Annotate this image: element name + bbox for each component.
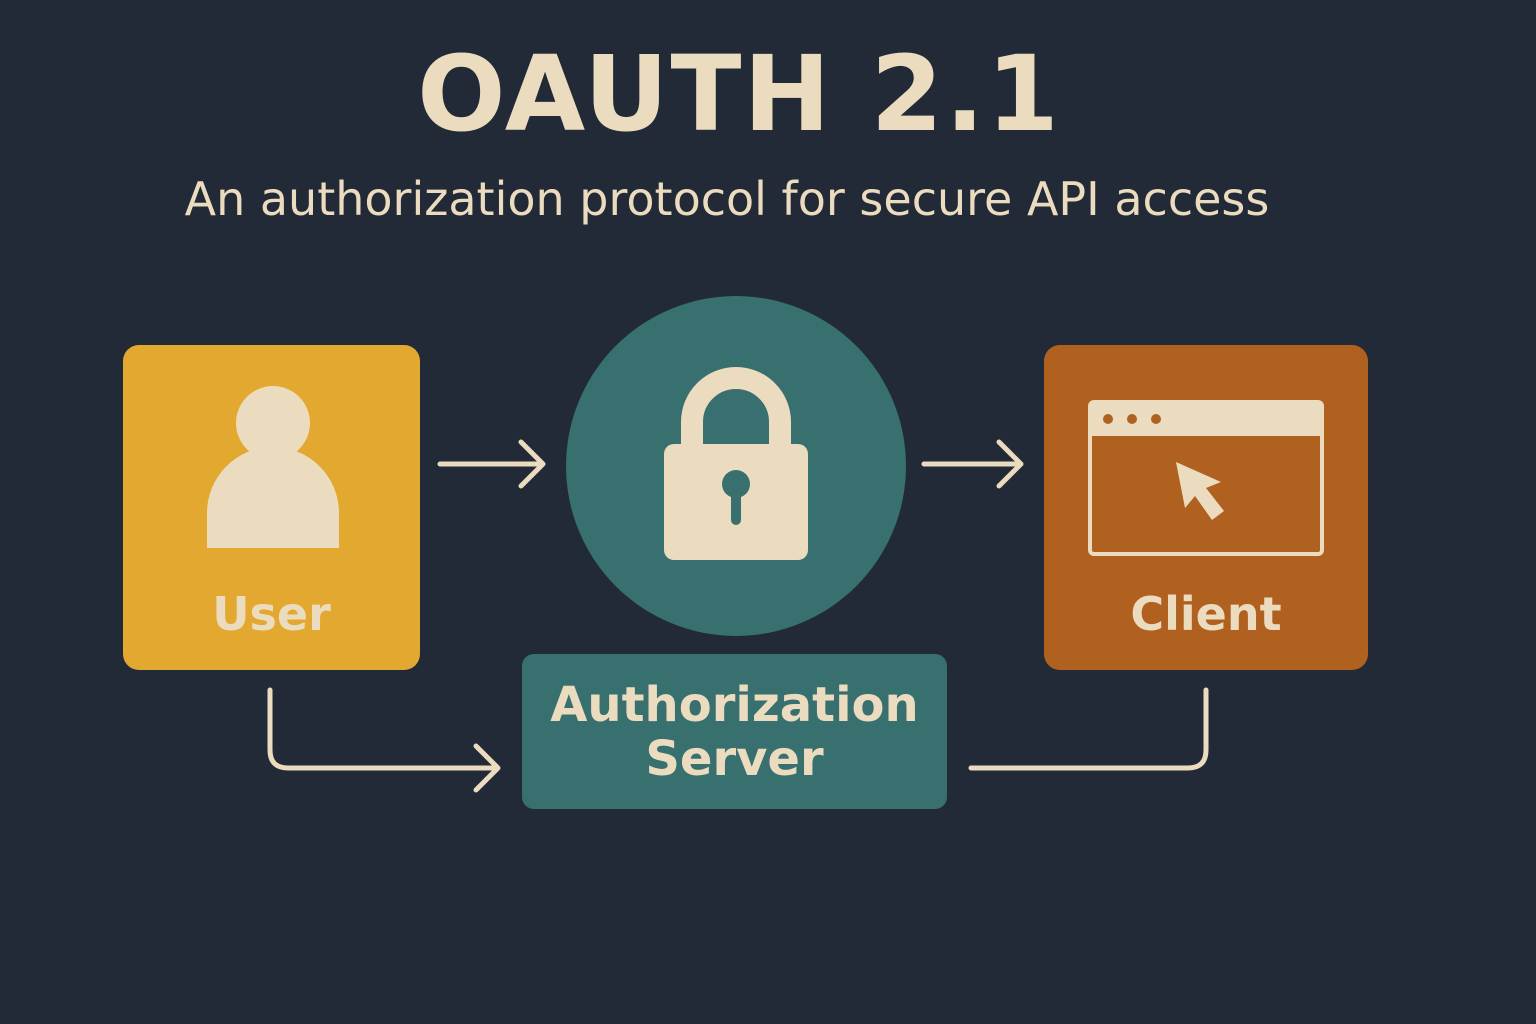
user-icon-head bbox=[236, 386, 310, 460]
authorization-server-label: Authorization Server bbox=[522, 678, 947, 786]
browser-dot-1 bbox=[1103, 414, 1113, 424]
authorization-server-label-line2: Server bbox=[645, 731, 824, 787]
browser-window-icon bbox=[1088, 400, 1324, 556]
browser-dot-2 bbox=[1127, 414, 1137, 424]
arrow-lock-to-client bbox=[921, 439, 1024, 489]
user-label: User bbox=[212, 587, 331, 641]
line-client-to-auth-server bbox=[968, 687, 1209, 771]
user-icon-body bbox=[207, 447, 339, 548]
client-label: Client bbox=[1130, 587, 1282, 641]
arrow-user-to-lock bbox=[437, 439, 546, 489]
page-title: OAUTH 2.1 bbox=[417, 33, 1061, 155]
authorization-server-label-line1: Authorization bbox=[550, 677, 919, 733]
arrow-user-to-auth-server bbox=[267, 687, 501, 793]
page-subtitle: An authorization protocol for secure API… bbox=[184, 172, 1270, 226]
browser-dot-3 bbox=[1151, 414, 1161, 424]
lock-icon-shackle bbox=[681, 367, 791, 454]
lock-icon-keyhole bbox=[722, 470, 750, 498]
user-icon bbox=[207, 386, 339, 548]
lock-icon bbox=[664, 367, 808, 560]
cursor-icon bbox=[1176, 462, 1224, 520]
lock-node bbox=[566, 296, 906, 636]
authorization-server-node: Authorization Server bbox=[522, 654, 947, 809]
client-node: Client bbox=[1044, 345, 1368, 670]
user-node: User bbox=[123, 345, 420, 670]
lock-icon-keyhole-slot bbox=[731, 487, 741, 525]
